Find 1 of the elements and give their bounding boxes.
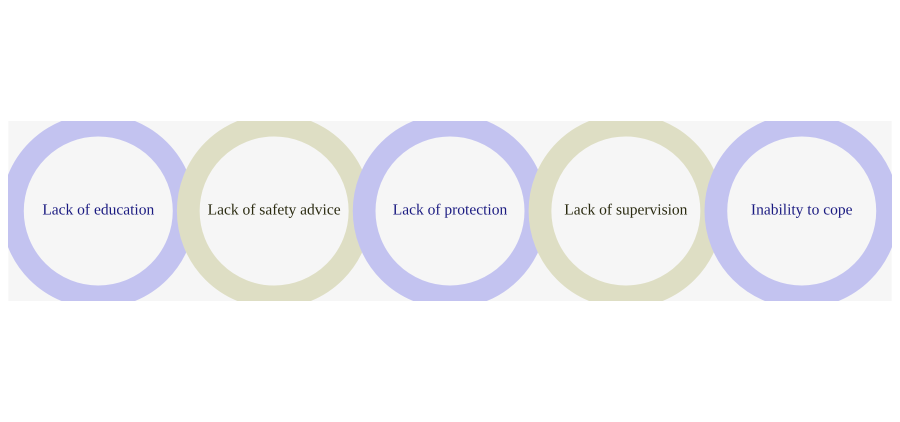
node-circle: Inability to cope: [704, 121, 892, 301]
